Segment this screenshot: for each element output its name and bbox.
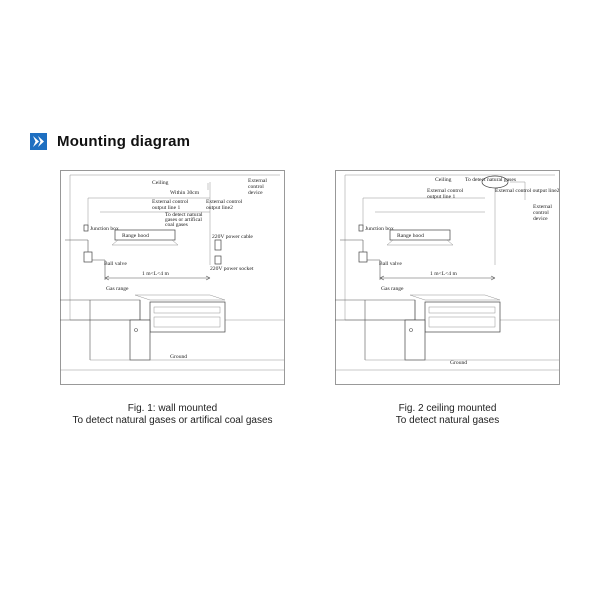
label-power-socket: 220V power socket (210, 266, 254, 272)
label-range-hood: Range hood (122, 233, 149, 239)
label-gas-range: Gas range (106, 286, 129, 292)
label-output2-1: External control (206, 199, 243, 205)
label-detect-1: To detect natural (165, 212, 203, 218)
label-detect: To detect natural gases (465, 177, 516, 183)
label-junction-box: Junction box (90, 226, 119, 232)
power-socket-shape (214, 255, 222, 265)
label-output1-1: External control (152, 199, 189, 205)
label-output2-2: output line2 (206, 205, 233, 211)
label-external-device-1: External (248, 178, 267, 184)
caption-fig2-line2: To detect natural gases (395, 415, 500, 426)
label-distance: 1 m<L<4 m (142, 271, 169, 277)
label-within: Within 30cm (170, 190, 200, 196)
label-power-cable: 220V power cable (212, 234, 253, 240)
ball-valve-shape (83, 251, 93, 263)
caption-fig1-line1: Fig. 1: wall mounted (127, 403, 218, 414)
label-ground: Ground (170, 354, 187, 360)
label-output2: External control output line2 (495, 188, 560, 194)
figure-ceiling-mounted: Ceiling To detect natural gases External… (335, 170, 560, 385)
figure-wall-mounted: Ceiling Within 30cm External control dev… (60, 170, 285, 385)
wall-mounted-drawing: Ceiling Within 30cm External control dev… (60, 170, 285, 385)
mounting-diagram-header: Mounting diagram (30, 133, 190, 150)
label-junction-box: Junction box (365, 226, 394, 232)
label-ball-valve: Ball valve (104, 261, 127, 267)
label-output1-2: output line 1 (152, 205, 180, 211)
caption-fig1-line2: To detect natural gases or artifical coa… (72, 415, 273, 426)
label-external-device-2: control (248, 184, 264, 190)
wall-detector-shape (214, 239, 222, 251)
label-ground: Ground (450, 360, 467, 366)
ball-valve-shape (358, 251, 368, 263)
label-ceiling: Ceiling (152, 180, 169, 186)
label-output1-1: External control (427, 188, 464, 194)
caption-fig2: Fig. 2 ceiling mounted To detect natural… (335, 403, 560, 427)
label-detect-3: coal gases (165, 222, 188, 228)
label-detect-2: gases or artifical (165, 216, 202, 223)
page-title: Mounting diagram (57, 133, 191, 150)
label-external-device-3: device (533, 216, 548, 222)
junction-box-shape (83, 224, 89, 232)
label-ceiling: Ceiling (435, 177, 452, 183)
ceiling-mounted-drawing: Ceiling To detect natural gases External… (335, 170, 560, 385)
label-external-device-2: control (533, 210, 549, 216)
play-chevron-icon (30, 133, 47, 150)
label-range-hood: Range hood (397, 233, 424, 239)
label-ball-valve: Ball valve (379, 261, 402, 267)
label-external-device-3: device (248, 190, 263, 196)
label-external-device-1: External (533, 204, 552, 210)
label-gas-range: Gas range (381, 286, 404, 292)
caption-fig1: Fig. 1: wall mounted To detect natural g… (60, 403, 285, 427)
caption-fig2-line1: Fig. 2 ceiling mounted (398, 403, 497, 414)
label-distance: 1 m<L<4 m (430, 271, 457, 277)
junction-box-shape (358, 224, 364, 232)
label-output1-2: output line 1 (427, 194, 455, 200)
